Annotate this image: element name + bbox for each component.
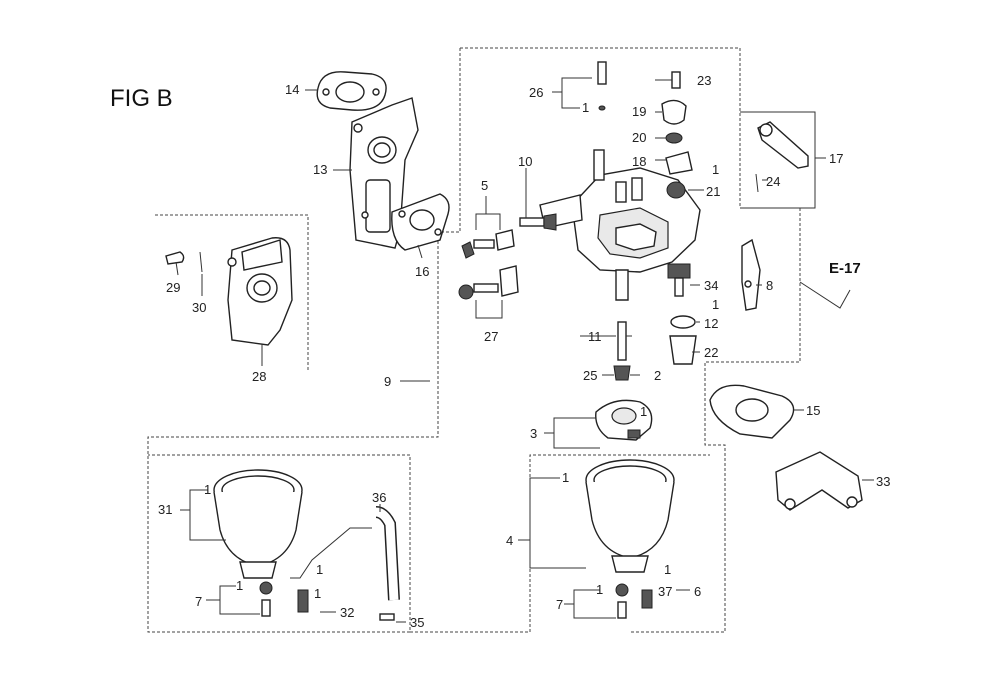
- part-26-screw: [597, 61, 607, 111]
- label-8: 8: [766, 278, 773, 293]
- part-8-linkage: [741, 238, 761, 311]
- leader-lines: [175, 77, 874, 623]
- part-14-gasket: [316, 71, 387, 111]
- label-14: 14: [285, 82, 299, 97]
- part-18-valve: [665, 151, 693, 175]
- part-19-cap: [661, 99, 687, 125]
- part-labels: 14 13 16 26 1 23 19 20 18 1 21 10 5 27 1…: [158, 73, 890, 630]
- part-21-nut: [666, 181, 686, 199]
- part-6-drain-screw: [641, 589, 653, 609]
- label-27: 27: [484, 329, 498, 344]
- label-9: 9: [384, 374, 391, 389]
- label-1-g: 1: [204, 482, 211, 497]
- label-31: 31: [158, 502, 172, 517]
- label-15: 15: [806, 403, 820, 418]
- label-1-j: 1: [314, 586, 321, 601]
- part-16-gasket: [391, 193, 450, 251]
- label-1-f: 1: [596, 582, 603, 597]
- part-29-clip: [165, 251, 185, 265]
- part-3-float: [595, 399, 653, 441]
- part-15-gasket: [709, 384, 795, 439]
- label-23: 23: [697, 73, 711, 88]
- label-5: 5: [481, 178, 488, 193]
- part-30-pin: [199, 251, 203, 273]
- label-34: 34: [704, 278, 718, 293]
- label-18: 18: [632, 154, 646, 169]
- label-1-h: 1: [316, 562, 323, 577]
- part-35-clip: [379, 613, 395, 621]
- label-24: 24: [766, 174, 780, 189]
- label-1-d: 1: [562, 470, 569, 485]
- reference-label: E-17: [829, 260, 861, 277]
- label-22: 22: [704, 345, 718, 360]
- part-24-pin: [755, 173, 759, 193]
- label-16: 16: [415, 264, 429, 279]
- part-20-spring: [665, 132, 683, 144]
- label-35: 35: [410, 615, 424, 630]
- label-21: 21: [706, 184, 720, 199]
- label-13: 13: [313, 162, 327, 177]
- label-1-b: 1: [712, 162, 719, 177]
- label-1-a: 1: [582, 100, 589, 115]
- label-33: 33: [876, 474, 890, 489]
- part-12-o-ring: [670, 315, 696, 329]
- label-26: 26: [529, 85, 543, 100]
- label-7-right: 7: [556, 597, 563, 612]
- label-10: 10: [518, 154, 532, 169]
- label-6: 6: [694, 584, 701, 599]
- label-17: 17: [829, 151, 843, 166]
- part-11-needle: [617, 321, 627, 361]
- part-25-spring: [613, 365, 631, 381]
- group-outlines: [147, 47, 816, 633]
- label-36: 36: [372, 490, 386, 505]
- label-2: 2: [654, 368, 661, 383]
- figure-title: FIG B: [110, 85, 173, 112]
- label-1-k: 1: [640, 404, 647, 419]
- part-28-bracket: [227, 237, 293, 346]
- label-12: 12: [704, 316, 718, 331]
- label-37: 37: [658, 584, 672, 599]
- part-17-lever: [757, 121, 809, 169]
- label-1-i: 1: [236, 578, 243, 593]
- part-7-bolt-left: [259, 581, 273, 617]
- label-1-e: 1: [664, 562, 671, 577]
- label-4: 4: [506, 533, 513, 548]
- label-19: 19: [632, 104, 646, 119]
- part-5-screw-spring: [461, 229, 515, 259]
- label-25: 25: [583, 368, 597, 383]
- part-22-nut: [669, 335, 697, 365]
- part-4-bowl: [585, 459, 675, 573]
- label-3: 3: [530, 426, 537, 441]
- part-33-bracket: [775, 451, 863, 511]
- label-28: 28: [252, 369, 266, 384]
- part-32-drain-screw: [297, 589, 309, 613]
- part-27-screw-spring: [458, 265, 519, 300]
- part-10-screw: [519, 213, 557, 231]
- label-30: 30: [192, 300, 206, 315]
- label-20: 20: [632, 130, 646, 145]
- label-7-left: 7: [195, 594, 202, 609]
- part-23-screw: [671, 71, 681, 89]
- label-11: 11: [588, 329, 602, 344]
- label-1-c: 1: [712, 297, 719, 312]
- part-7-bolt-right: [615, 583, 629, 619]
- label-32: 32: [340, 605, 354, 620]
- part-31-bowl: [213, 469, 303, 579]
- label-29: 29: [166, 280, 180, 295]
- part-36-tube: [375, 506, 400, 601]
- part-34-screw: [667, 263, 691, 297]
